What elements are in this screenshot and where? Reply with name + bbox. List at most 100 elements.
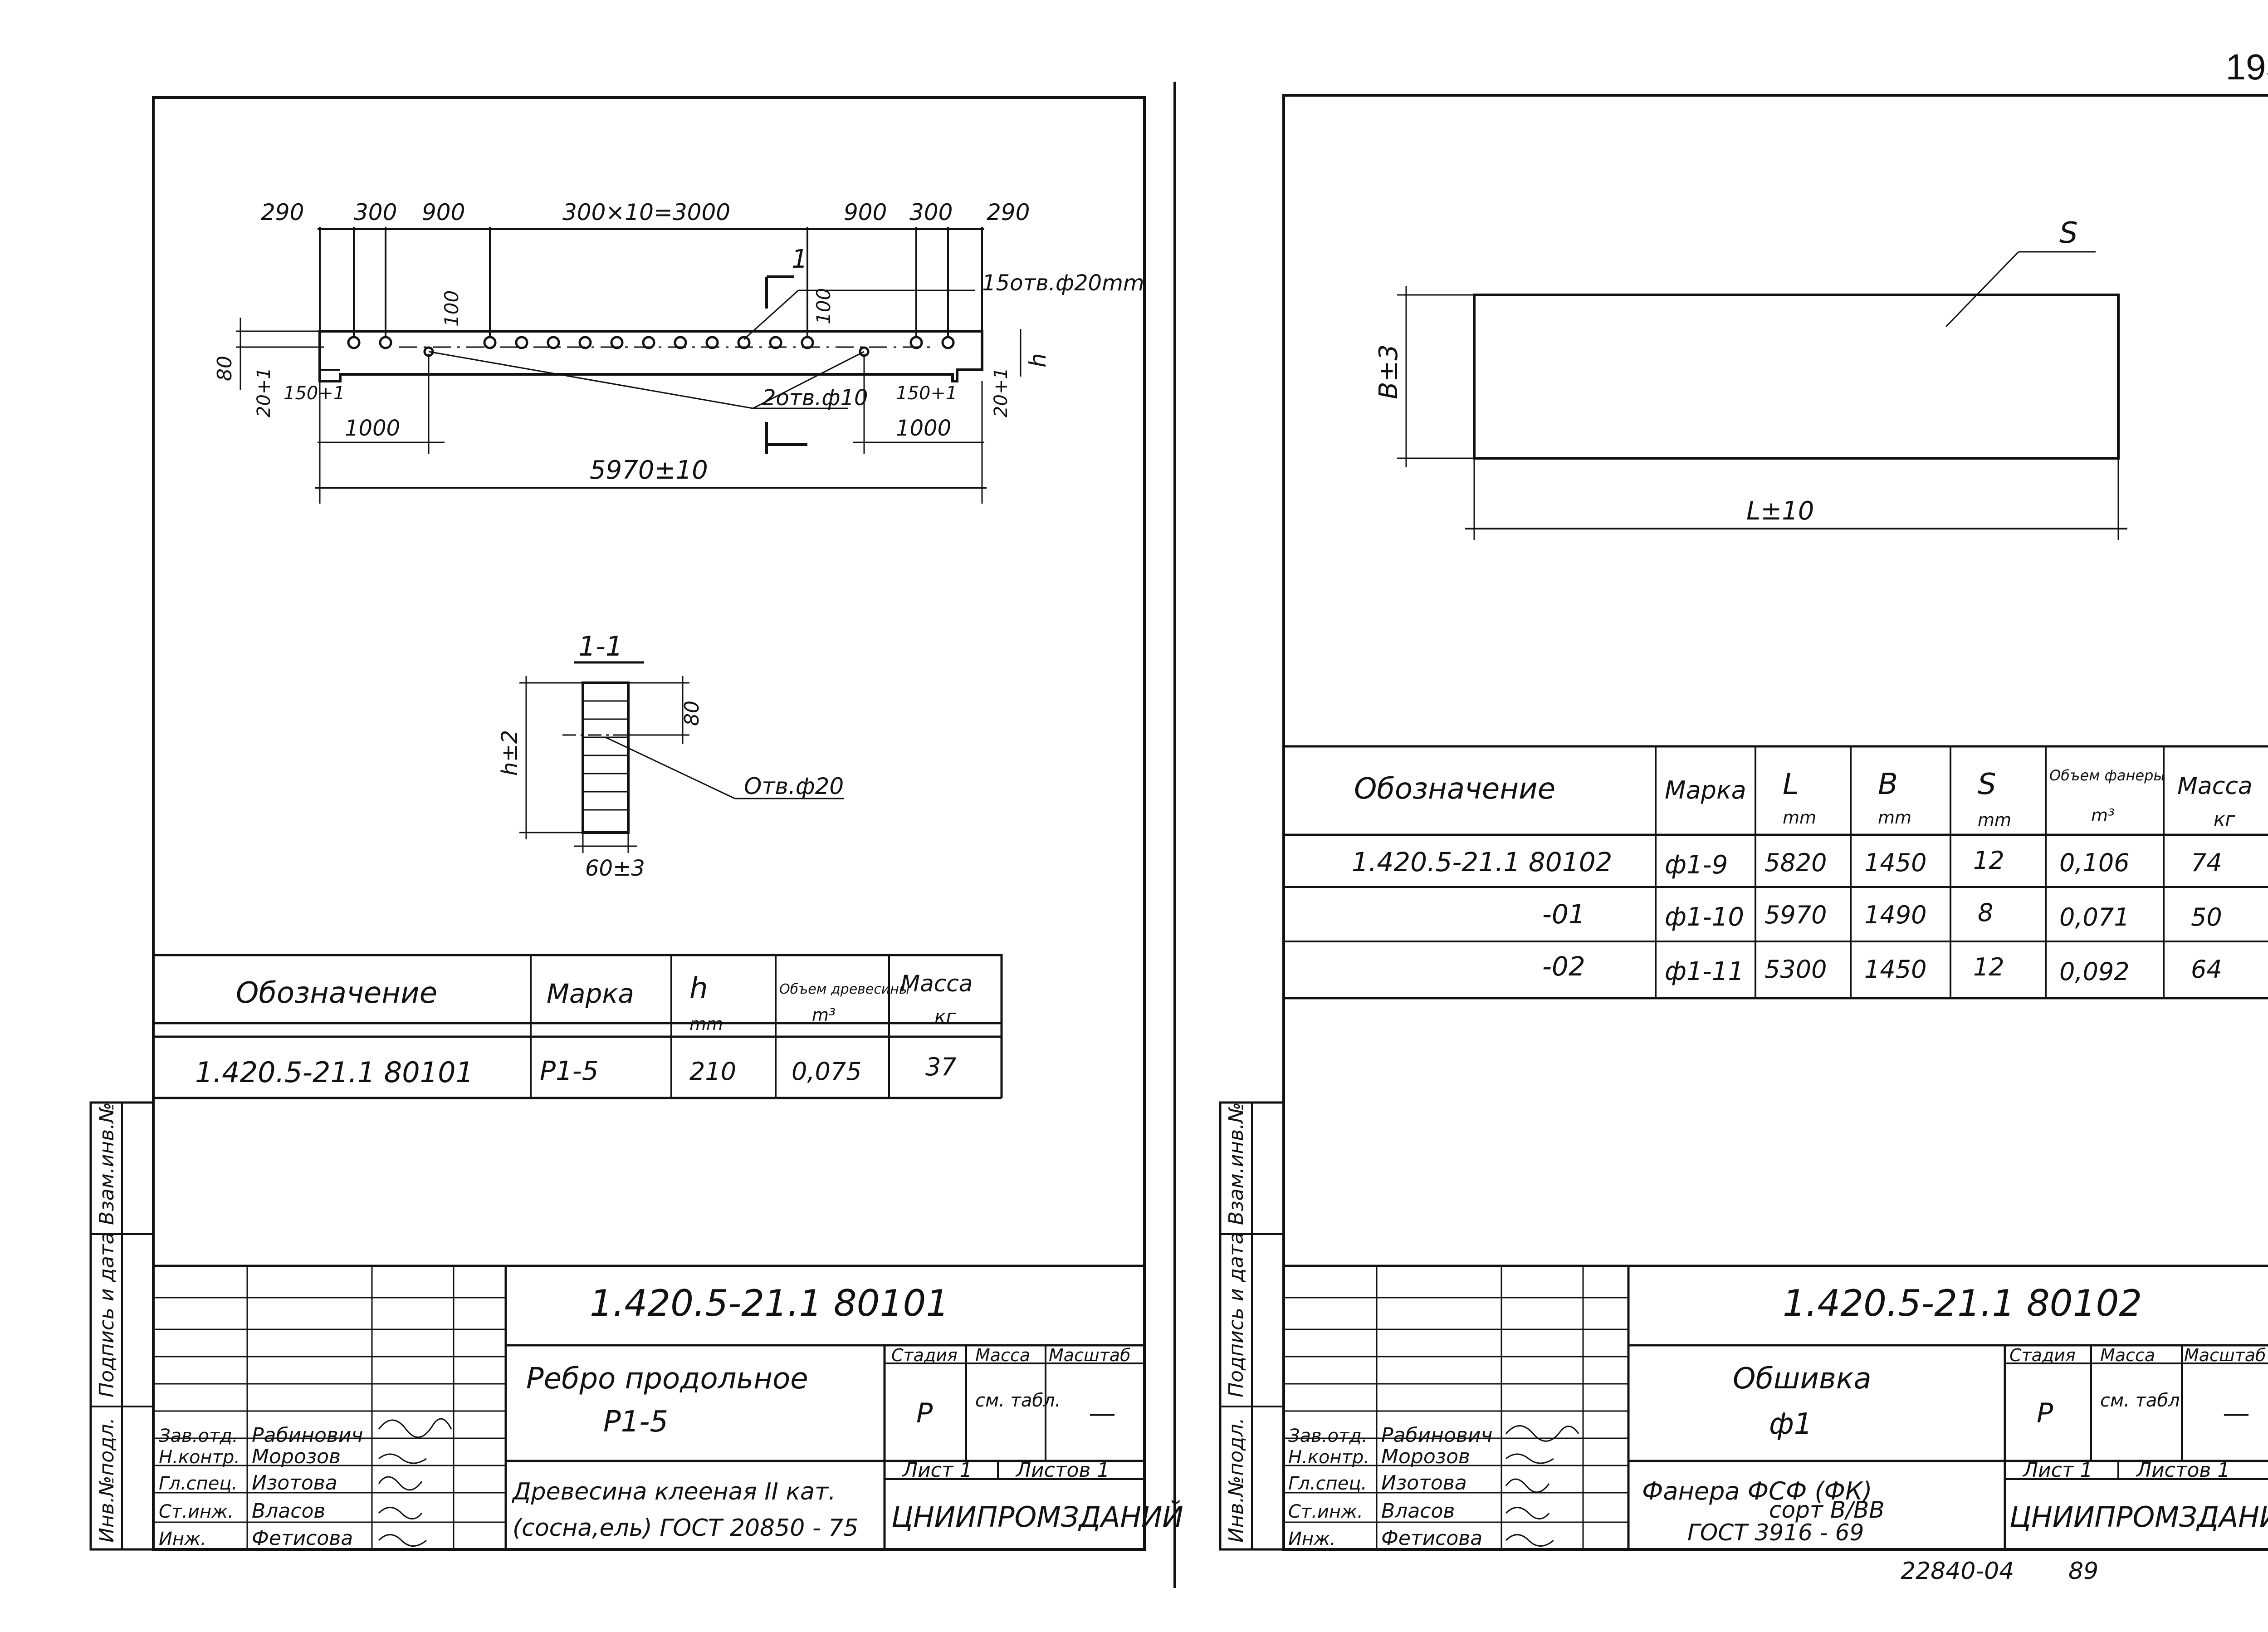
left-td-designation: 1.420.5-21.1 80101 [195, 1056, 474, 1089]
left-material-1: Древесина клееная II кат. [512, 1478, 836, 1505]
plywood-dim-l: L±10 [1746, 496, 1814, 526]
left-name-1: Морозов [252, 1445, 341, 1468]
right-name-4: Фетисова [1381, 1527, 1482, 1550]
left-signatures [378, 1418, 452, 1547]
dim-1000-right: 1000 [896, 416, 951, 441]
left-scale-value: — [1089, 1397, 1116, 1429]
right-th-volume-unit: m³ [2091, 805, 2115, 825]
right-side-label-sign: Подпись и дата [1225, 1232, 1248, 1397]
dim-top-300-right: 300 [909, 199, 953, 225]
left-part-name-2: P1-5 [603, 1405, 668, 1439]
right-th-s-unit: mm [1978, 810, 2011, 830]
left-stage-value: Р [916, 1397, 933, 1429]
left-role-3: Ст.инж. [159, 1501, 234, 1522]
left-name-3: Власов [252, 1500, 325, 1523]
dim-100-a: 100 [440, 290, 463, 327]
right-r1-l: 5970 [1765, 901, 1827, 929]
right-role-2: Гл.спец. [1288, 1473, 1367, 1494]
right-part-name-1: Обшивка [1733, 1362, 1872, 1396]
left-sheet-label: Лист 1 [902, 1459, 972, 1482]
right-spec-table: Обозначение Марка L mm B mm S mm Объем ф… [1282, 745, 2268, 1000]
left-part-name-1: Ребро продольное [526, 1362, 808, 1396]
right-stage-header: Стадия [2009, 1345, 2076, 1365]
right-r1-b: 1490 [1864, 901, 1926, 929]
right-role-1: Н.контр. [1288, 1447, 1369, 1468]
left-role-1: Н.контр. [159, 1447, 240, 1468]
left-th-h-unit: mm [689, 1014, 723, 1034]
footer-code: 22840-04 [1901, 1558, 2014, 1585]
left-material-2: (сосна,ель) ГОСТ 20850 - 75 [513, 1514, 858, 1542]
right-r2-s: 12 [1973, 953, 2004, 981]
dim-20-right: 20+1 [991, 368, 1012, 417]
right-th-volume: Объем фанеры [2049, 767, 2165, 784]
right-sheets-label: Листов 1 [2136, 1459, 2230, 1482]
left-name-0: Рабинович [252, 1424, 363, 1447]
right-th-mass-unit: кг [2214, 808, 2235, 830]
right-org-name: ЦНИИПРОМЗДАНИЙ [2009, 1500, 2268, 1534]
left-th-h: h [689, 972, 708, 1005]
right-frame [1282, 94, 2268, 1551]
right-scale-value: — [2223, 1397, 2250, 1429]
right-r0-designation: 1.420.5-21.1 80102 [1352, 847, 1612, 877]
dim-top-290-left: 290 [261, 199, 304, 225]
section-rect [582, 681, 630, 834]
right-th-s: S [1978, 768, 1996, 801]
right-name-2: Изотова [1381, 1471, 1467, 1495]
right-r2-mass: 64 [2191, 955, 2222, 984]
section-mark-bottom [765, 422, 807, 454]
dim-top-900-right: 900 [844, 199, 887, 225]
section-title: 1-1 [578, 631, 623, 662]
right-r1-mass: 50 [2191, 903, 2222, 931]
right-stage-value: Р [2037, 1397, 2053, 1429]
right-name-0: Рабинович [1381, 1424, 1492, 1447]
left-sheet: Инв.№подл. Подпись и дата Взам.инв.№ [89, 96, 1183, 1551]
left-td-mark: P1-5 [540, 1055, 599, 1086]
right-r2-volume: 0,092 [2059, 957, 2130, 986]
left-role-4: Инж. [159, 1529, 206, 1549]
left-spec-table: Обозначение Марка h mm Объем древесины m… [152, 954, 1003, 1099]
right-r0-s: 12 [1973, 846, 2004, 875]
section-dim-80: 80 [680, 701, 704, 726]
right-r1-s: 8 [1978, 898, 1993, 927]
left-scale-header: Масштаб [1049, 1345, 1131, 1365]
right-r2-l: 5300 [1765, 955, 1827, 984]
left-td-volume: 0,075 [792, 1057, 862, 1086]
dim-150-left: 150+1 [284, 383, 345, 404]
right-r0-mark: ф1-9 [1665, 850, 1728, 880]
left-mass-header: Масса [975, 1345, 1030, 1365]
right-r1-volume: 0,071 [2059, 903, 2130, 931]
beam-drawing: 290 300 900 300×10=3000 900 300 290 1 15… [213, 199, 1144, 504]
left-td-h: 210 [689, 1057, 736, 1086]
left-org-name: ЦНИИПРОМЗДАНИЙ [891, 1500, 1183, 1534]
right-th-b-unit: mm [1878, 808, 1911, 828]
left-name-4: Фетисова [252, 1527, 353, 1550]
right-drawing-code: 1.420.5-21.1 80102 [1783, 1282, 2142, 1324]
right-r0-mass: 74 [2191, 848, 2222, 877]
right-signatures [1505, 1425, 1579, 1547]
right-material-2: сорт В/ВВ [1769, 1497, 1885, 1523]
footer-number: 89 [2068, 1558, 2098, 1585]
beam-outline [318, 330, 983, 382]
plywood-drawing: S B±3 L±10 [1374, 216, 2127, 540]
right-material-1: Фанера ФСФ (ФК) [1642, 1477, 1872, 1505]
beam-holes [347, 336, 955, 357]
right-th-mass: Масса [2177, 773, 2253, 800]
right-r0-l: 5820 [1765, 848, 1827, 877]
right-mass-header: Масса [2100, 1345, 2155, 1365]
left-th-mass-unit: кг [934, 1005, 956, 1028]
right-name-1: Морозов [1381, 1445, 1470, 1468]
page-number: 193 [2226, 47, 2268, 87]
right-side-label-inv: Инв.№подл. [1225, 1417, 1248, 1543]
right-th-mark: Марка [1665, 776, 1746, 804]
section-mark-top [765, 275, 794, 309]
right-scale-header: Масштаб [2184, 1345, 2266, 1365]
left-th-mass: Масса [900, 970, 973, 997]
right-r2-mark: ф1-11 [1665, 957, 1744, 986]
right-sheet-label: Лист 1 [2022, 1459, 2092, 1482]
right-r1-mark: ф1-10 [1665, 902, 1744, 932]
dim-top-290-right: 290 [987, 199, 1030, 225]
dim-top-300-left: 300 [354, 199, 397, 225]
dim-total-length: 5970±10 [590, 456, 708, 485]
right-name-3: Власов [1381, 1500, 1455, 1523]
